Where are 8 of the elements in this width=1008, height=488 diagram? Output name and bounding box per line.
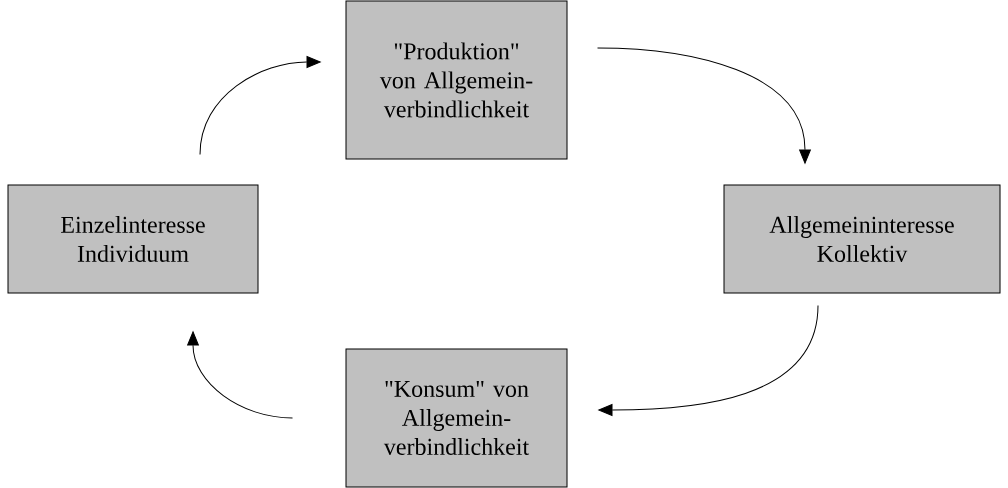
process-box: Einzelinteresse Individuum xyxy=(7,184,259,294)
process-box: "Konsum" von Allgemein- verbindlichkeit xyxy=(345,348,568,488)
curved-arrow xyxy=(199,56,321,155)
process-box: Allgemeininteresse Kollektiv xyxy=(723,184,1001,294)
curved-arrow xyxy=(187,331,293,419)
curved-arrow xyxy=(598,305,819,416)
curved-arrow xyxy=(597,47,811,164)
process-box: "Produktion" von Allgemein- verbindlichkeit xyxy=(345,0,568,160)
